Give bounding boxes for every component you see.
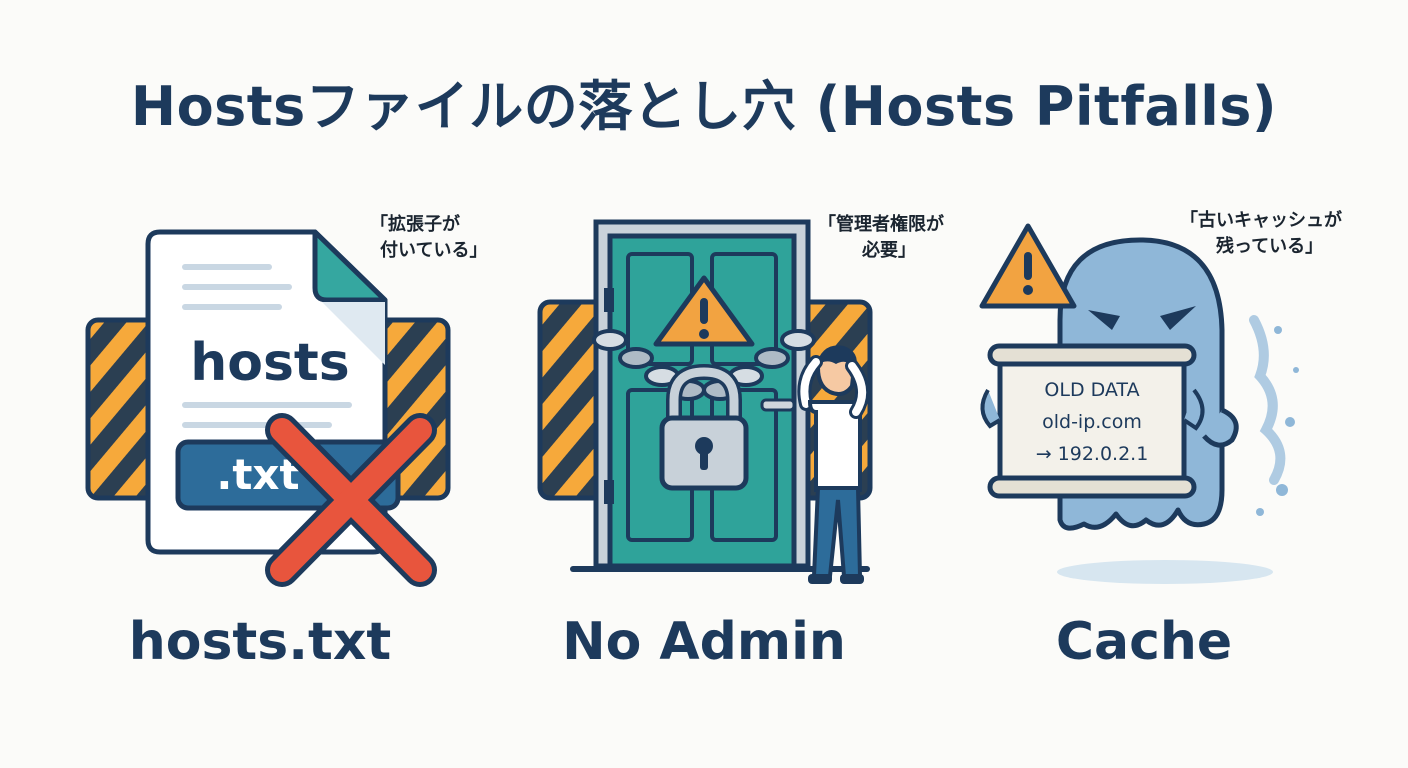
scroll-ip: → 192.0.2.1: [1036, 443, 1149, 465]
cross-icon: [265, 413, 437, 587]
page-title: Hostsファイルの落とし穴 (Hosts Pitfalls): [130, 75, 1278, 138]
no-admin-illustration: [537, 219, 873, 584]
scroll-title: OLD DATA: [1044, 379, 1139, 401]
caption-cache: Cache: [1055, 612, 1233, 672]
panel-no-admin: 「管理者権限が 必要」: [500, 190, 944, 620]
note-line: 「古いキャッシュが: [1180, 210, 1342, 231]
caption-hosts-txt: hosts.txt: [128, 612, 392, 672]
extension-label: .txt: [216, 450, 299, 499]
panel-cache: OLD DATA old-ip.com → 192.0.2.1 「古いキャッシュ…: [960, 190, 1380, 620]
confused-person-icon: [797, 345, 869, 584]
padlock-icon: [659, 363, 749, 491]
note-bubble-3: 「古いキャッシュが 残っている」: [1180, 208, 1342, 260]
hosts-txt-illustration: hosts .txt: [85, 229, 451, 587]
note-line: 残っている」: [1216, 236, 1324, 257]
scroll-icon: OLD DATA old-ip.com → 192.0.2.1: [980, 343, 1205, 499]
note-line: 「管理者権限が: [818, 214, 944, 235]
cache-illustration: OLD DATA old-ip.com → 192.0.2.1: [979, 223, 1299, 584]
note-line: 「拡張子が: [370, 214, 460, 235]
panel-hosts-txt: hosts .txt 「拡張子が 付いている」: [60, 190, 487, 620]
locked-door-icon: [570, 219, 870, 572]
caption-no-admin: No Admin: [562, 612, 846, 672]
note-line: 必要」: [862, 240, 916, 261]
file-label: hosts: [190, 333, 350, 393]
scroll-domain: old-ip.com: [1042, 411, 1142, 433]
note-line: 付いている」: [380, 240, 488, 261]
note-bubble-1: 「拡張子が 付いている」: [370, 212, 487, 264]
warning-icon: [653, 275, 755, 347]
warning-icon: [979, 223, 1077, 309]
note-bubble-2: 「管理者権限が 必要」: [818, 212, 944, 264]
